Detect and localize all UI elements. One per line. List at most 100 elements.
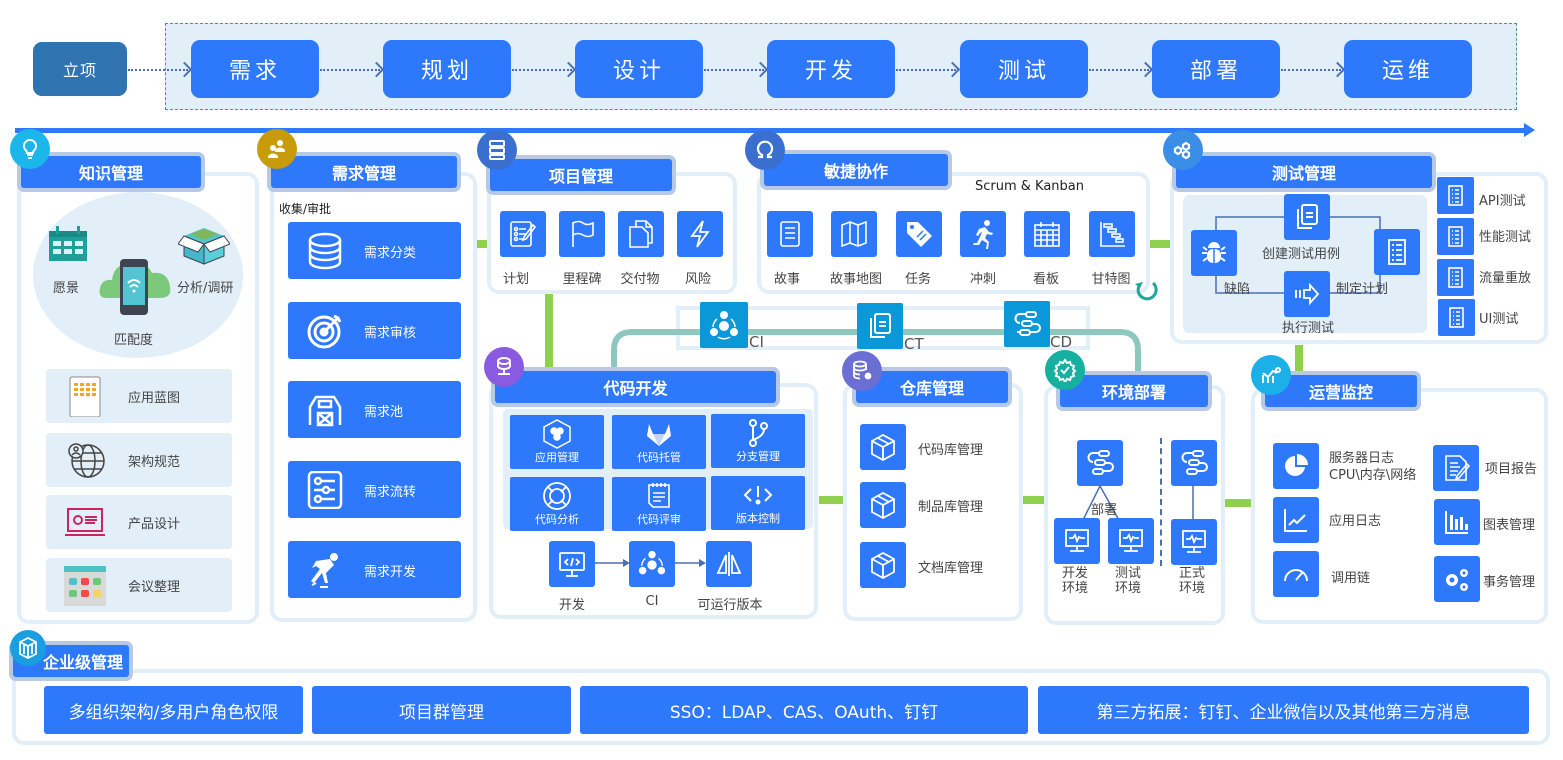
ops-item-label: 应用日志	[1329, 514, 1382, 529]
lightning-icon	[690, 220, 710, 248]
call-chain-tile[interactable]	[1273, 551, 1319, 597]
branch-management-tile[interactable]: 分支管理	[711, 414, 805, 468]
sliders-icon	[307, 471, 343, 509]
stage-development[interactable]: 开发	[767, 40, 895, 98]
execute-arrow-icon	[1295, 282, 1320, 306]
plan-tile[interactable]	[500, 211, 546, 257]
prod-env-tile[interactable]	[1171, 519, 1217, 565]
omega-icon	[745, 130, 785, 170]
documents-icon	[629, 220, 653, 248]
test-case-doc-icon	[1297, 204, 1318, 229]
knowledge-item-blueprint[interactable]: 应用蓝图	[46, 369, 232, 423]
version-control-tile[interactable]: 版本控制	[711, 476, 805, 530]
ui-test-tile[interactable]	[1438, 299, 1475, 336]
building-cube-icon	[10, 630, 46, 666]
app-management-tile[interactable]: 应用管理	[510, 415, 604, 469]
requirement-classify-button[interactable]: 需求分类	[288, 222, 461, 279]
traffic-replay-tile[interactable]	[1437, 259, 1474, 296]
enterprise-item-sso[interactable]: SSO：LDAP、CAS、OAuth、钉钉	[580, 686, 1028, 734]
server-log-tile[interactable]	[1273, 443, 1319, 489]
list-doc-icon	[780, 221, 800, 247]
dev-step-tile[interactable]	[549, 541, 595, 587]
server-stack-icon	[477, 130, 517, 170]
cluster-label-analysis: 分析/调研	[177, 281, 234, 296]
flag-icon	[572, 220, 594, 247]
gantt-tile[interactable]	[1089, 211, 1135, 257]
ops-label-line: CPU\内存\网络	[1329, 468, 1417, 483]
runnable-version-step-tile[interactable]	[706, 541, 752, 587]
report-edit-icon	[1445, 455, 1471, 481]
enterprise-item-org-roles[interactable]: 多组织架构/多用户角色权限	[44, 686, 303, 734]
test-type-label: UI测试	[1479, 312, 1519, 327]
deploy-workflow-tile[interactable]	[1077, 440, 1123, 486]
execute-test-tile[interactable]	[1284, 271, 1330, 317]
knowledge-title: 知识管理	[17, 152, 205, 192]
artifact-repo-tile[interactable]	[860, 482, 906, 528]
database-network-icon	[484, 347, 524, 387]
cd-tile[interactable]	[1004, 301, 1050, 347]
code-analysis-tile[interactable]: 代码分析	[510, 477, 604, 531]
stage-deploy[interactable]: 部署	[1152, 40, 1280, 98]
test-env-tile[interactable]	[1108, 518, 1154, 564]
doc-repo-tile[interactable]	[860, 542, 906, 588]
runner-icon	[973, 220, 993, 249]
knowledge-item-architecture[interactable]: 架构规范	[46, 433, 232, 487]
risk-tile[interactable]	[677, 211, 723, 257]
requirement-item-label: 需求审核	[364, 326, 417, 341]
package-icon	[871, 551, 895, 580]
test-type-label: 性能测试	[1479, 230, 1532, 245]
defect-tile[interactable]	[1191, 230, 1237, 276]
stage-planning[interactable]: 规划	[383, 40, 511, 98]
ct-tile[interactable]	[857, 303, 903, 349]
flow-arrow	[896, 69, 956, 71]
story-tile[interactable]	[767, 211, 813, 257]
performance-test-tile[interactable]	[1437, 218, 1474, 255]
story-map-tile[interactable]	[831, 211, 877, 257]
ops-item-label: 调用链	[1331, 571, 1371, 586]
stage-requirement[interactable]: 需求	[191, 40, 319, 98]
app-log-tile[interactable]	[1273, 497, 1319, 543]
agile-item-label: 故事	[773, 272, 801, 287]
requirement-flow-button[interactable]: 需求流转	[288, 461, 461, 518]
code-hosting-tile[interactable]: 代码托管	[612, 415, 706, 469]
code-repo-tile[interactable]	[860, 424, 906, 470]
env-label-line: 开发	[1062, 566, 1089, 581]
create-case-tile[interactable]	[1284, 194, 1330, 240]
requirement-develop-button[interactable]: 需求开发	[288, 541, 461, 598]
knowledge-item-meeting[interactable]: 会议整理	[46, 558, 232, 612]
chart-management-tile[interactable]	[1434, 499, 1480, 545]
target-icon	[307, 314, 342, 349]
test-cycle-execute-label: 执行测试	[1282, 321, 1335, 336]
requirement-review-button[interactable]: 需求审核	[288, 302, 461, 359]
enterprise-item-program[interactable]: 项目群管理	[312, 686, 571, 734]
kanban-tile[interactable]	[1024, 211, 1070, 257]
knowledge-item-label: 应用蓝图	[128, 391, 181, 406]
prod-workflow-tile[interactable]	[1171, 440, 1217, 486]
stage-testing[interactable]: 测试	[960, 40, 1088, 98]
transaction-management-tile[interactable]	[1434, 556, 1480, 602]
ci-step-tile[interactable]	[629, 541, 675, 587]
knowledge-item-product-design[interactable]: 产品设计	[46, 495, 232, 549]
code-review-tile[interactable]: 代码评审	[612, 477, 706, 531]
stage-operations[interactable]: 运维	[1344, 40, 1472, 98]
gear-check-icon	[1045, 350, 1085, 390]
connector-line	[545, 293, 553, 367]
task-tile[interactable]	[896, 211, 942, 257]
flow-arrow	[1281, 69, 1341, 71]
project-title: 项目管理	[486, 155, 676, 195]
connector-line	[1295, 345, 1303, 373]
deliverable-tile[interactable]	[618, 211, 664, 257]
plan-test-tile[interactable]	[1374, 229, 1420, 275]
sprint-tile[interactable]	[960, 211, 1006, 257]
agile-item-label: 甘特图	[1091, 272, 1131, 287]
stage-start[interactable]: 立项	[33, 42, 127, 96]
dev-env-tile[interactable]	[1054, 518, 1100, 564]
ci-tile[interactable]	[700, 302, 748, 348]
enterprise-item-third-party[interactable]: 第三方拓展：钉钉、企业微信以及其他第三方消息	[1038, 686, 1529, 734]
stage-design[interactable]: 设计	[575, 40, 703, 98]
requirement-item-label: 需求池	[364, 405, 404, 420]
requirement-pool-button[interactable]: 需求池	[288, 381, 461, 438]
milestone-tile[interactable]	[559, 211, 605, 257]
project-report-tile[interactable]	[1433, 445, 1479, 491]
api-test-tile[interactable]	[1437, 177, 1474, 214]
